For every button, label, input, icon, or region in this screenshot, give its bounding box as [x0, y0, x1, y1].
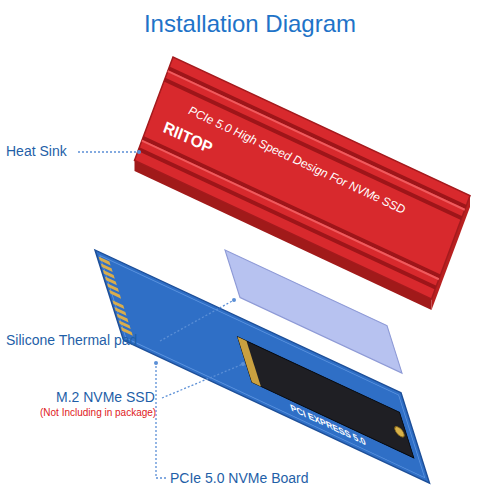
leader-lines	[78, 152, 243, 478]
part-label: Silicone Thermal pad	[6, 332, 137, 348]
part-label: PCIe 5.0 NVMe Board	[170, 470, 309, 486]
heat-sink	[135, 57, 471, 299]
package-note: (Not Including in package)	[40, 407, 156, 418]
diagram-title: Installation Diagram	[0, 10, 500, 38]
part-label: M.2 NVMe SSD	[56, 389, 155, 405]
leader-dots	[137, 150, 245, 366]
part-label: Heat Sink	[6, 143, 67, 159]
